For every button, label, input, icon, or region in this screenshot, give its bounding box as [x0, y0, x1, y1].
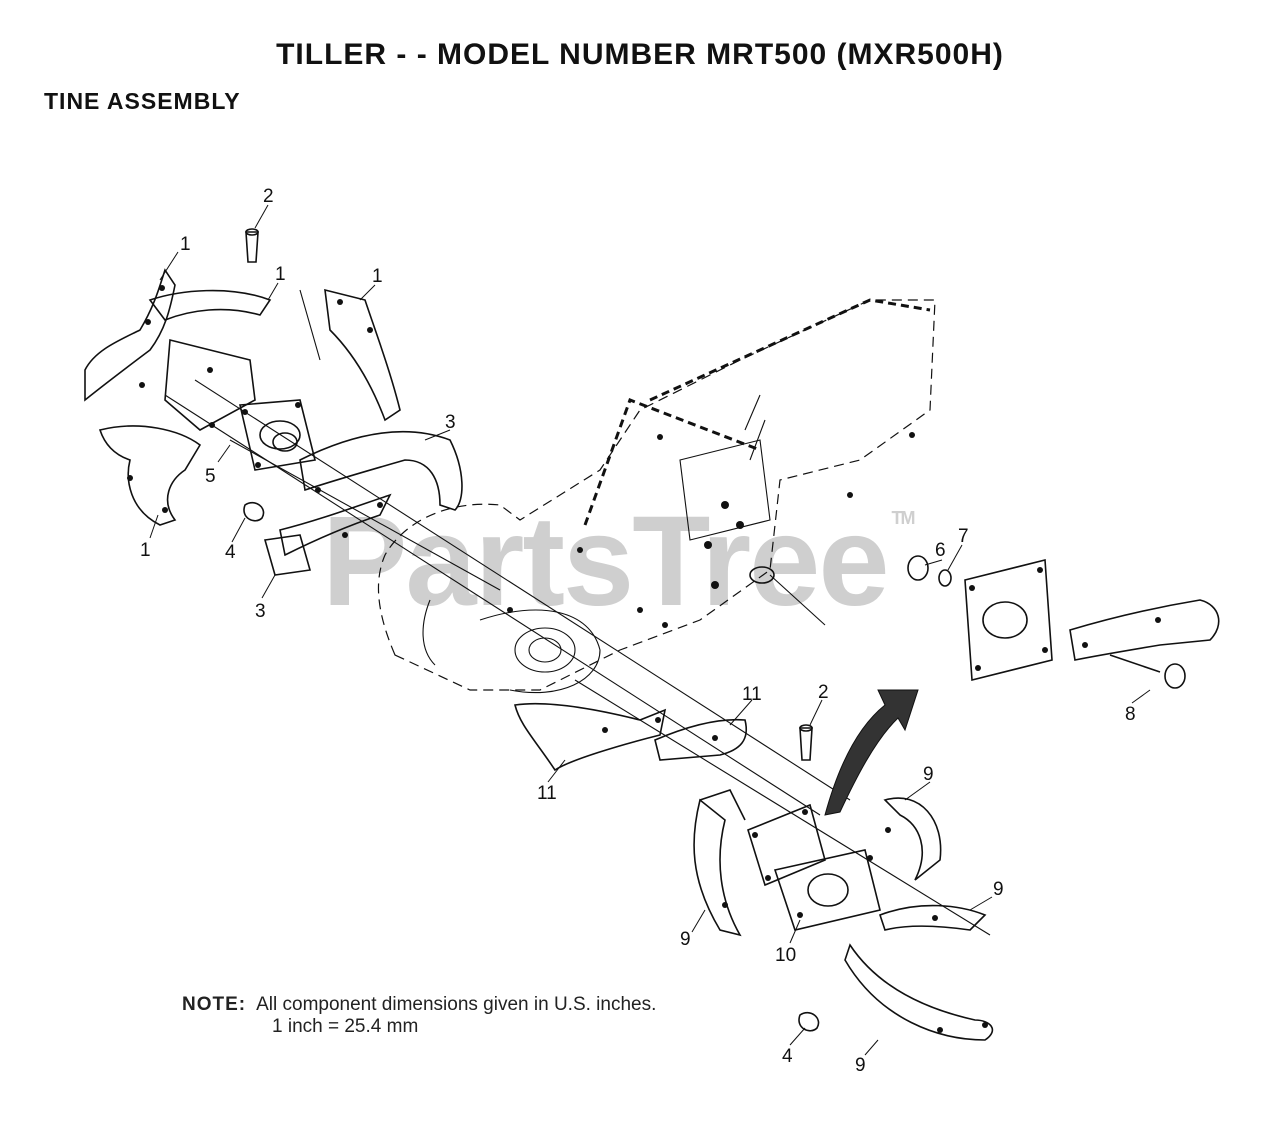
callout-1a: 1 — [180, 234, 191, 255]
diagram-title: TILLER - - MODEL NUMBER MRT500 (MXR500H) — [276, 38, 1004, 71]
callout-numbers: 1 1 1 1 2 2 3 3 4 4 5 6 7 8 9 9 9 9 10 1… — [140, 186, 1136, 1076]
callout-9b: 9 — [993, 879, 1004, 900]
callout-11b: 11 — [537, 783, 557, 804]
callout-4b: 4 — [782, 1046, 793, 1067]
callout-1d: 1 — [140, 540, 151, 561]
lower-tine-set — [693, 789, 994, 1041]
item3-tines — [263, 431, 463, 576]
callout-leaders — [149, 204, 1151, 1056]
callout-1c: 1 — [372, 266, 383, 287]
callout-1b: 1 — [275, 264, 286, 285]
callout-9d: 9 — [855, 1055, 866, 1076]
upper-pin — [245, 228, 259, 263]
lower-hair-clip — [798, 1011, 820, 1032]
lower-pin — [799, 724, 813, 761]
tiller-housing — [377, 298, 936, 694]
right-hub-hardware — [907, 555, 1220, 689]
callout-4a: 4 — [225, 542, 236, 563]
watermark-trademark: TM — [891, 508, 916, 528]
callout-2a: 2 — [263, 186, 274, 207]
callout-3b: 3 — [255, 601, 266, 622]
left-tine-set — [84, 268, 401, 526]
watermark-text: PartsTree — [322, 490, 889, 633]
callout-2b: 2 — [818, 682, 829, 703]
callout-3a: 3 — [445, 412, 456, 433]
note-label: NOTE: — [182, 994, 247, 1015]
note-line-1: All component dimensions given in U.S. i… — [256, 994, 657, 1015]
dimension-note: NOTE: All component dimensions given in U… — [182, 994, 657, 1037]
rotation-arrow — [824, 689, 919, 816]
callout-9a: 9 — [923, 764, 934, 785]
upper-hair-clip — [243, 501, 265, 522]
left-flange-plate — [239, 399, 316, 471]
callout-6: 6 — [935, 540, 946, 561]
callout-10: 10 — [775, 945, 796, 966]
note-line-2: 1 inch = 25.4 mm — [272, 1016, 419, 1037]
callout-5: 5 — [205, 466, 216, 487]
callout-8: 8 — [1125, 704, 1136, 725]
callout-11a: 11 — [742, 684, 762, 705]
callout-9c: 9 — [680, 929, 691, 950]
assembly-subtitle: TINE ASSEMBLY — [44, 88, 241, 114]
tine-shaft — [164, 379, 991, 936]
item11-tines — [514, 702, 747, 772]
callout-7: 7 — [958, 526, 969, 547]
